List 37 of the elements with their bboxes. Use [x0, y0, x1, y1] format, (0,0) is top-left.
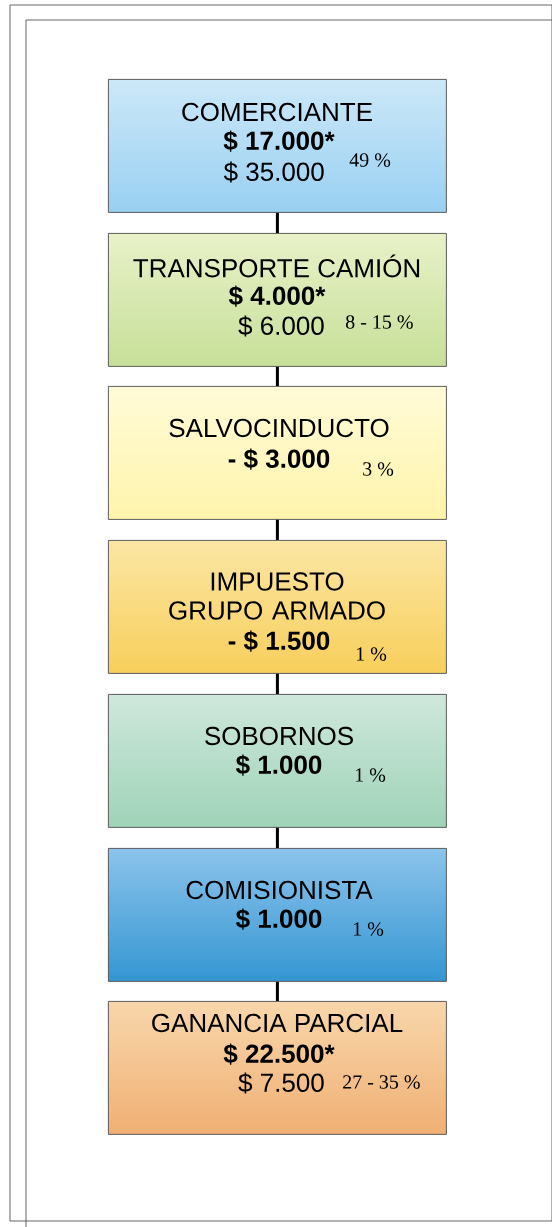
percentage-text: 27 - 35 % [343, 1075, 420, 1089]
box-heading: COMISIONISTA [186, 880, 373, 900]
connector-line [275, 981, 279, 1001]
amount-text: $ 7.500 [238, 1072, 324, 1094]
percentage-text: 49 % [349, 153, 391, 167]
amount-text: - $ 1.500 [228, 630, 330, 652]
connector-line [275, 212, 279, 233]
cost-box [108, 540, 447, 674]
connector-line [275, 519, 279, 540]
box-heading: GANANCIA PARCIAL [152, 1013, 403, 1033]
percentage-text: 3 % [363, 462, 394, 476]
connector-line [275, 673, 279, 694]
percentage-text: 1 % [356, 647, 387, 661]
amount-text: - $ 3.000 [228, 448, 330, 470]
amount-text: $ 22.500* [223, 1043, 335, 1065]
amount-text: $ 4.000* [228, 285, 326, 307]
cost-box [108, 1001, 447, 1135]
cost-box [108, 848, 447, 982]
percentage-text: 1 % [355, 768, 386, 782]
percentage-text: 8 - 15 % [345, 315, 413, 329]
box-heading: IMPUESTO GRUPO ARMADO [169, 572, 385, 620]
cost-box [108, 233, 447, 367]
cost-box [108, 386, 447, 520]
amount-text: $ 6.000 [238, 315, 324, 337]
cost-box [108, 79, 447, 213]
box-heading: TRANSPORTE CAMIÓN [133, 254, 420, 278]
cost-box [108, 694, 447, 828]
percentage-text: 1 % [353, 922, 384, 936]
amount-text: $ 17.000* [223, 130, 335, 152]
connector-line [275, 366, 279, 386]
box-heading: COMERCIANTE [182, 102, 372, 122]
amount-text: $ 35.000 [223, 161, 324, 183]
connector-line [275, 827, 279, 848]
box-heading: SALVOCINDUCTO [169, 418, 389, 438]
amount-text: $ 1.000 [235, 754, 322, 776]
amount-text: $ 1.000 [235, 908, 322, 930]
box-heading: SOBORNOS [205, 726, 353, 746]
